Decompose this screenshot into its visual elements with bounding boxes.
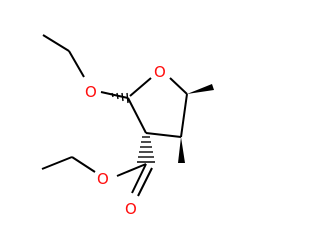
bond-oring-c5 bbox=[169, 77, 188, 95]
hash-bond-c3 bbox=[137, 136, 155, 163]
atom-o-ethoxy: O bbox=[85, 83, 97, 101]
bond-c5-c4 bbox=[180, 93, 188, 138]
bond-oethoxy-c2 bbox=[100, 91, 129, 99]
molecule-structure-diagram: O O O O bbox=[41, 34, 214, 218]
bond-c2-oring bbox=[129, 77, 152, 97]
bond-ethyl-co bbox=[68, 50, 85, 78]
bond-oester-ch2 bbox=[71, 156, 96, 173]
wedge-bond-c5-methyl bbox=[187, 84, 214, 94]
atom-o-ring: O bbox=[154, 63, 166, 81]
hash-bond-c2 bbox=[111, 92, 129, 104]
atom-o-carbonyl: O bbox=[125, 200, 137, 218]
bond-carbonyl-c-oester bbox=[116, 163, 147, 177]
bond-ester-ethyl-cc bbox=[41, 156, 73, 170]
bond-carbonyl-double-a bbox=[131, 163, 147, 194]
bond-ethyl-cc bbox=[42, 34, 70, 52]
bond-c3-c2 bbox=[127, 97, 147, 134]
wedge-bond-c4-methyl bbox=[178, 137, 185, 163]
bond-carbonyl-double-b bbox=[137, 167, 153, 197]
bond-c4-c3 bbox=[145, 132, 182, 138]
atom-o-ester: O bbox=[97, 170, 109, 188]
